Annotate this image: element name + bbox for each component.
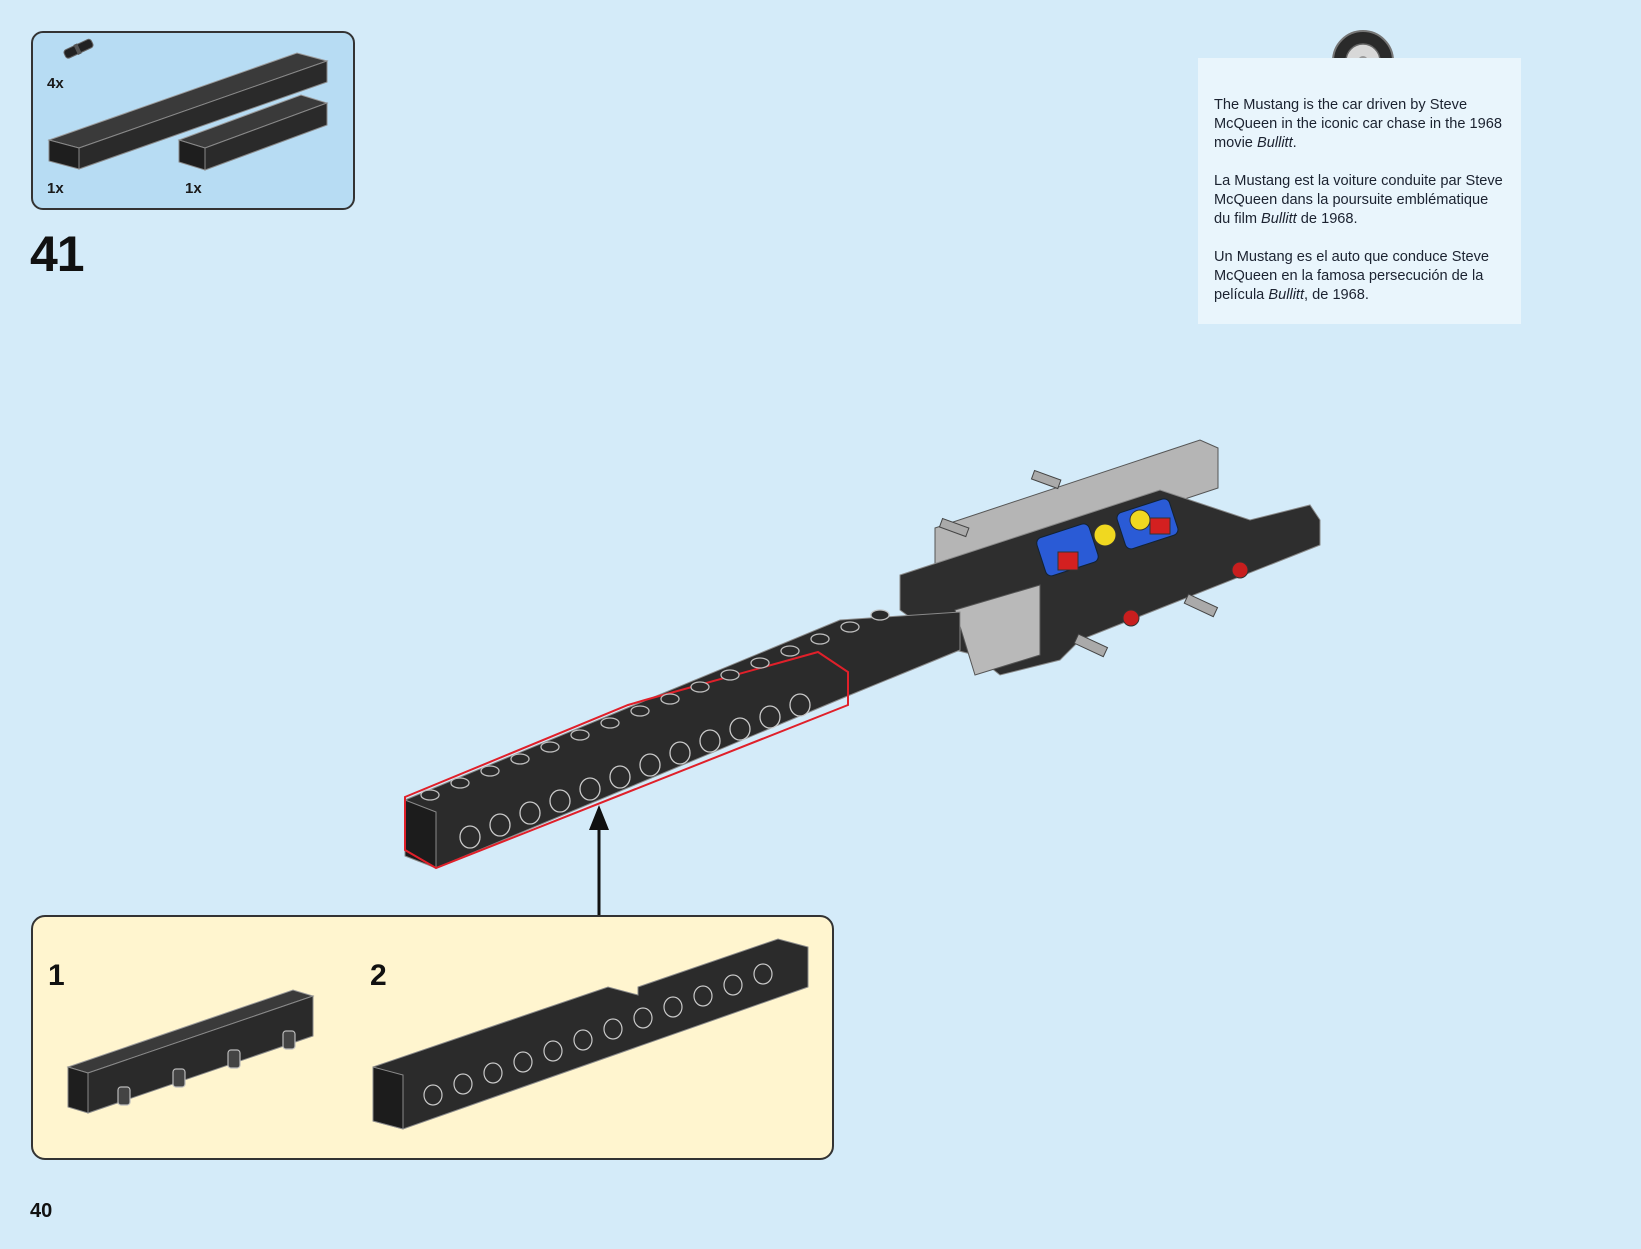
- substep-1-beam-with-pins: [66, 989, 315, 1114]
- beam-studs: [420, 609, 890, 801]
- part-qty-pin: 4x: [47, 75, 64, 92]
- sub-assembly-box: 1 2: [31, 915, 834, 1160]
- info-box: The Mustang is the car driven by Steve M…: [1198, 58, 1521, 324]
- beam-12-icon: [47, 52, 329, 170]
- pin-icon: [63, 38, 94, 59]
- part-qty-beam-8: 1x: [185, 180, 202, 197]
- front-beam-assembly: [404, 611, 961, 869]
- info-text-es: Un Mustang es el auto que conduce Steve …: [1214, 249, 1490, 303]
- info-text-en: The Mustang is the car driven by Steve M…: [1214, 97, 1502, 151]
- part-qty-beam-12: 1x: [47, 180, 64, 197]
- beam-holes: [459, 693, 811, 849]
- info-text-fr: La Mustang est la voiture conduite par S…: [1214, 173, 1503, 227]
- parts-list-callout: 4x 1x 1x: [31, 31, 355, 210]
- beam-8-icon: [177, 94, 329, 171]
- page-number: 40: [30, 1200, 53, 1222]
- substep-number-2: 2: [370, 959, 387, 992]
- chassis-frame: [899, 439, 1321, 676]
- step-number: 41: [30, 226, 85, 282]
- assembly-arrow: [589, 805, 609, 915]
- parts-illustration: [47, 38, 329, 171]
- substep-2-stacked-beams: [372, 938, 809, 1130]
- substep-illustrations: [66, 938, 809, 1130]
- substep-number-1: 1: [48, 959, 65, 992]
- new-beams-highlight: [404, 650, 849, 870]
